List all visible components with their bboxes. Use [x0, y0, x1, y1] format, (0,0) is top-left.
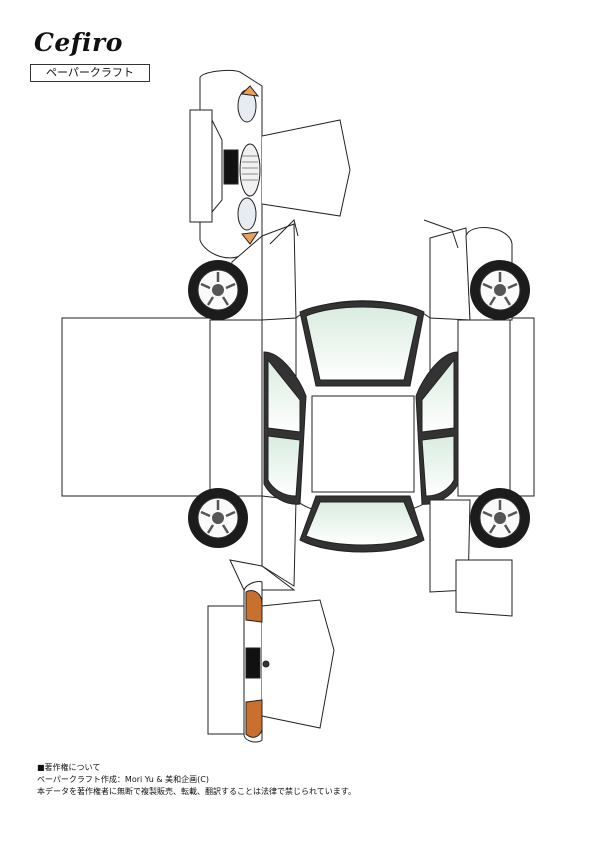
- papercraft-label: ペーパークラフト: [30, 64, 150, 82]
- rear-left-wheel: [186, 486, 250, 550]
- front-panel: [189, 69, 351, 259]
- copyright-block: ■著作権について ペーパークラフト作成：Mori Yu & 美和企画(C) 本デ…: [37, 762, 356, 798]
- front-right-wheel: [468, 258, 532, 322]
- rear-panel: [207, 581, 335, 743]
- cefiro-logo: Cefiro: [34, 28, 123, 57]
- front-left-wheel: [186, 258, 250, 322]
- rear-right-wheel: [468, 486, 532, 550]
- body-net: [61, 219, 535, 617]
- copyright-heading: ■著作権について: [37, 763, 101, 772]
- copyright-author: ペーパークラフト作成：Mori Yu & 美和企画(C): [37, 775, 209, 784]
- copyright-notice: 本データを著作権者に無断で複製販売、転載、翻訳することは法律で禁じられています。: [37, 787, 356, 796]
